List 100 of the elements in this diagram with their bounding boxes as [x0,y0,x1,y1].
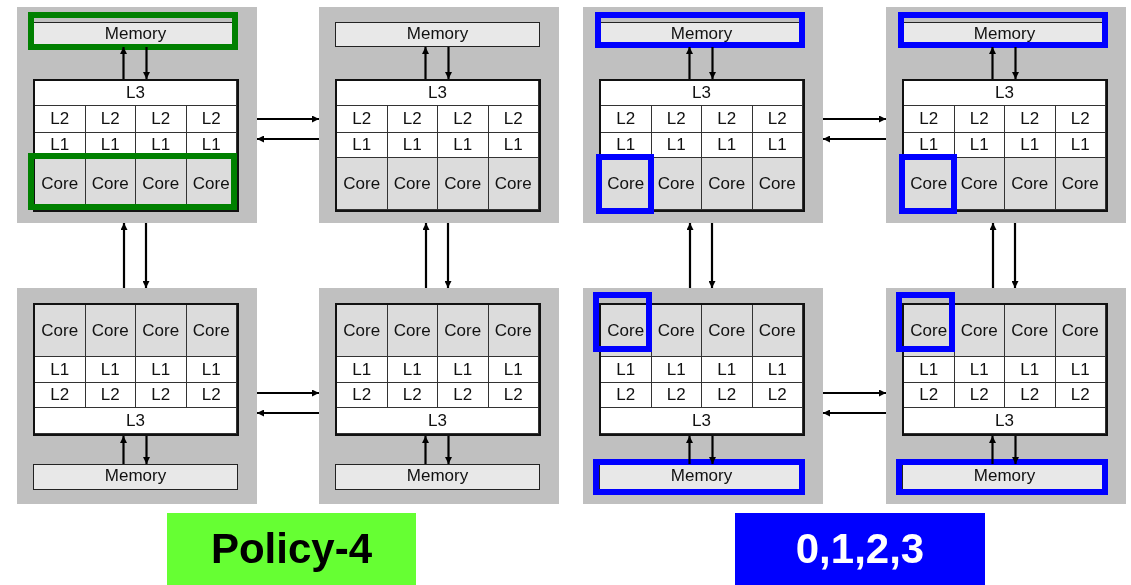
core-cell: Core [438,158,489,210]
cache-cell: L2 [752,383,803,408]
core-cell: Core [1005,305,1056,357]
cache-cell: L2 [1055,383,1106,408]
memory-box: Memory [335,22,540,47]
arrow [257,389,319,397]
cache-cell: L1 [752,357,803,383]
cache-cell: L1 [438,133,489,158]
socket-panel [17,7,257,223]
cache-cell: L2 [601,106,652,133]
cache-cell: L1 [651,357,702,383]
cache-cell: L1 [488,133,539,158]
processor-chip [335,303,541,436]
cache-cell: L2 [186,383,237,408]
core-cell: Core [1005,158,1056,210]
core-cell: Core [387,158,438,210]
cache-cell: L3 [35,81,237,106]
arrow [823,409,886,417]
cache-cell: L2 [438,383,489,408]
core-cell: Core [651,305,702,357]
cache-cell: L1 [136,357,187,383]
arrow [422,223,430,288]
core-cell: Core [702,158,753,210]
cache-cell: L1 [702,133,753,158]
cache-cell: L1 [1005,133,1056,158]
cache-cell: L2 [1005,383,1056,408]
cache-cell: L2 [488,106,539,133]
cache-cell: L2 [387,383,438,408]
processor-chip [599,79,805,212]
cache-cell: L2 [954,383,1005,408]
cache-cell: L2 [35,106,86,133]
core-cell: Core [438,305,489,357]
cache-cell: L1 [85,357,136,383]
core-cell: Core [35,305,86,357]
cache-cell: L1 [387,133,438,158]
memory-box: Memory [335,464,540,490]
arrow [257,409,319,417]
arrow [120,47,127,79]
cache-cell: L2 [1055,106,1106,133]
core-cell: Core [186,305,237,357]
policy-label: 0,1,2,3 [735,513,985,585]
socket-panel [583,288,823,504]
cache-cell: L1 [387,357,438,383]
arrow [686,436,693,464]
core-cell: Core [136,305,187,357]
cache-cell: L2 [85,106,136,133]
cache-cell: L1 [1055,357,1106,383]
cache-cell: L1 [702,357,753,383]
core-cell: Core [1055,305,1106,357]
memory-box: Memory [33,464,238,490]
core-cell: Core [85,305,136,357]
arrow [1012,436,1019,464]
arrow [422,436,429,464]
cache-cell: L2 [702,383,753,408]
arrow [257,135,319,143]
arrow [257,115,319,123]
core-cell: Core [954,305,1005,357]
arrow [120,223,128,288]
socket-panel [583,7,823,223]
cache-cell: L1 [954,357,1005,383]
cache-cell: L2 [488,383,539,408]
cache-cell: L1 [488,357,539,383]
cache-cell: L1 [35,357,86,383]
cache-cell: L1 [438,357,489,383]
arrow [709,436,716,464]
cache-cell: L2 [904,106,955,133]
processor-chip [902,79,1108,212]
arrow [422,47,429,79]
arrow [445,436,452,464]
cache-cell: L1 [1055,133,1106,158]
cache-cell: L1 [337,133,388,158]
core-cell: Core [337,305,388,357]
core-cell: Core [488,305,539,357]
arrow [708,223,716,288]
cache-cell: L2 [601,383,652,408]
cache-cell: L3 [337,81,539,106]
cache-cell: L2 [651,383,702,408]
core-cell: Core [387,305,438,357]
processor-chip [33,303,239,436]
cache-cell: L1 [337,357,388,383]
processor-chip [335,79,541,212]
processor-chip [33,79,239,212]
arrow [823,135,886,143]
core-cell: Core [1055,158,1106,210]
core-cell: Core [954,158,1005,210]
arrow [686,223,694,288]
cache-cell: L3 [601,81,803,106]
cache-cell: L2 [337,106,388,133]
cache-cell: L3 [337,408,539,434]
arrow [143,436,150,464]
cache-cell: L1 [186,357,237,383]
core-cell: Core [651,158,702,210]
cache-cell: L3 [601,408,803,434]
cache-cell: L2 [904,383,955,408]
processor-chip [902,303,1108,436]
arrow [445,47,452,79]
cache-cell: L2 [702,106,753,133]
cache-cell: L1 [904,357,955,383]
arrow [120,436,127,464]
socket-panel [886,288,1126,504]
